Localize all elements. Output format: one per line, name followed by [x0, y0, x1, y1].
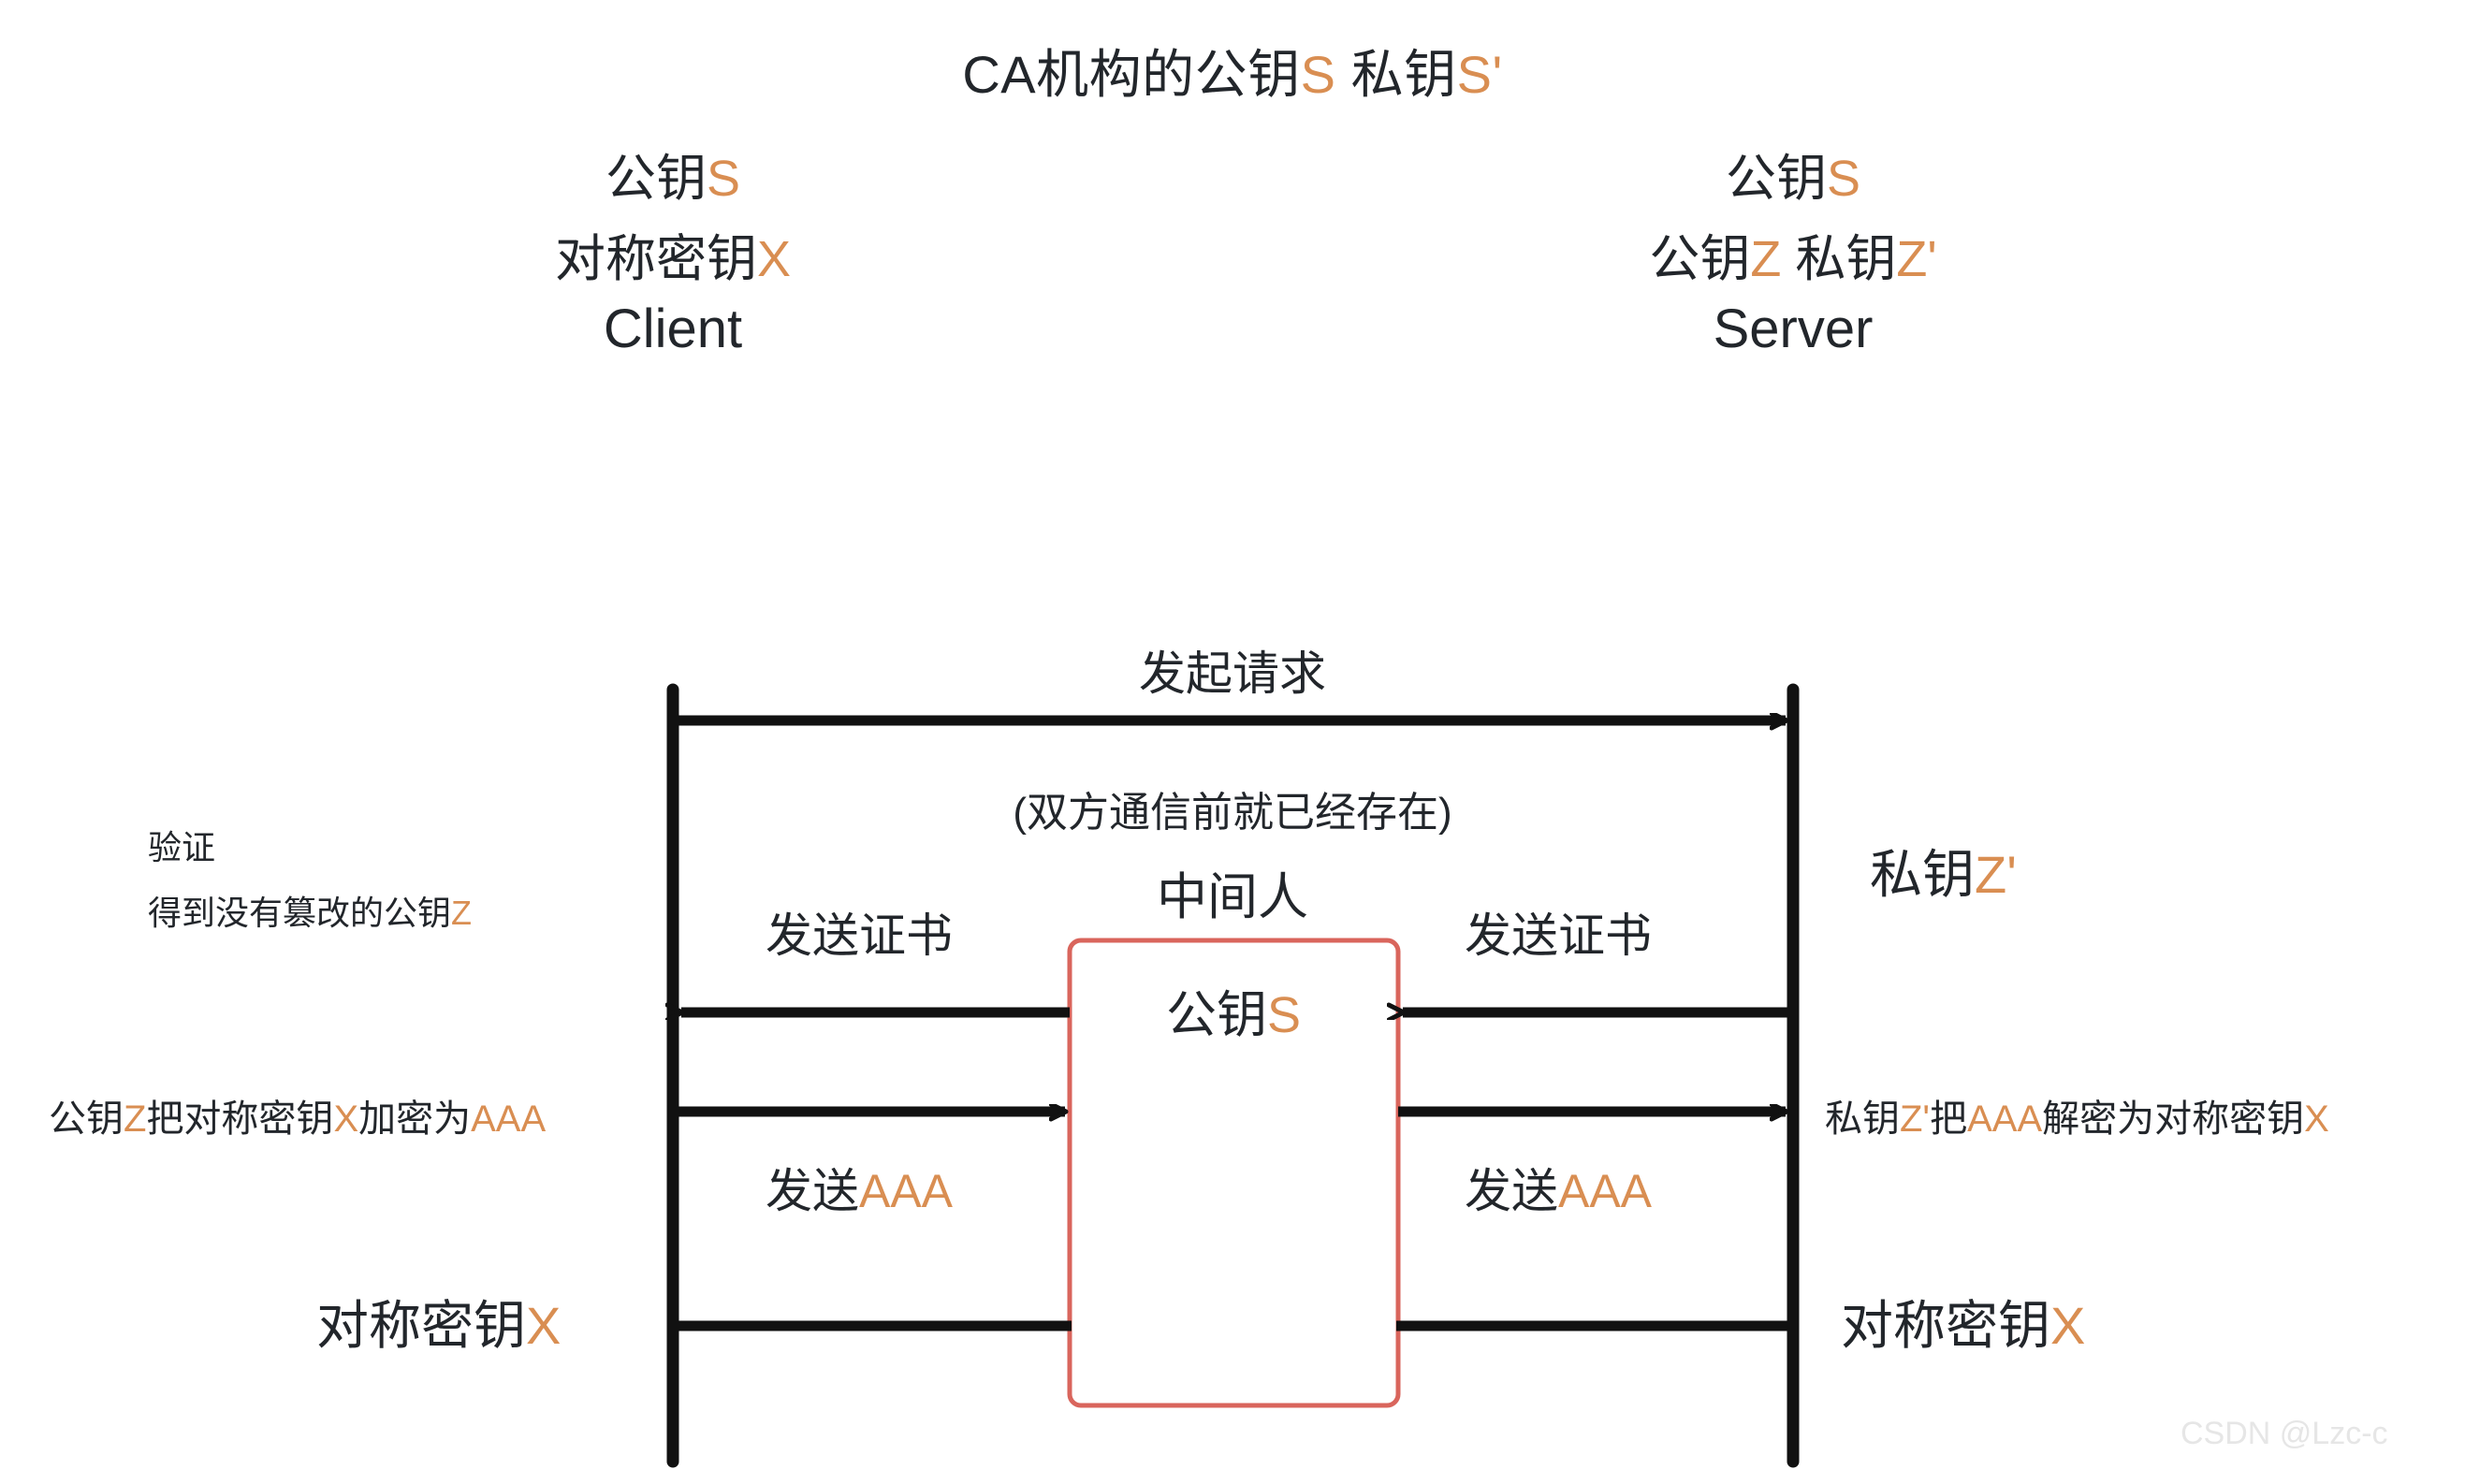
encrypt-prefix-3: 加密为	[358, 1098, 472, 1140]
title-middle: 私钥	[1335, 45, 1457, 104]
client-symmetric-key-value: X	[756, 231, 792, 287]
decrypt-prefix-1: 私钥	[1825, 1098, 1900, 1140]
message-request-label: 发起请求	[1139, 647, 1326, 700]
title-ca-private-key: S'	[1456, 45, 1503, 104]
server-public-key-value: S	[1826, 151, 1861, 207]
label-send-aaa-left-value: AAA	[858, 1165, 954, 1217]
server-public-key: 公钥S	[1726, 137, 1860, 211]
server-actor-name: Server	[1713, 298, 1874, 359]
decrypt-ciphertext-aaa: AAA	[1967, 1098, 2043, 1140]
encrypt-prefix-1: 公钥	[49, 1098, 124, 1140]
annotation-client-encrypt: 公钥Z把对称密钥X加密为AAA	[49, 1088, 546, 1142]
server-keypair-pub-value: Z	[1750, 231, 1782, 287]
encrypt-key-z: Z	[124, 1098, 147, 1140]
middleman-box-prefix: 公钥	[1165, 987, 1267, 1043]
annotation-server-symkey: 对称密钥X	[1841, 1284, 2085, 1360]
client-symkey-value: X	[526, 1296, 562, 1355]
page-title: CA机构的公钥S 私钥S'	[962, 33, 1502, 109]
client-actor-name: Client	[603, 298, 743, 359]
server-public-key-prefix: 公钥	[1725, 151, 1827, 207]
decrypt-prefix-2: 把	[1930, 1098, 1968, 1140]
label-send-aaa-left: 发送AAA	[766, 1154, 953, 1221]
title-ca-public-key: S	[1300, 45, 1336, 104]
decrypt-key-zprime: Z'	[1900, 1098, 1931, 1140]
encrypt-ciphertext-aaa: AAA	[471, 1098, 547, 1140]
label-send-cert-right: 发送证书	[1465, 909, 1652, 962]
csdn-watermark: CSDN @Lzc-c	[2181, 1416, 2388, 1451]
server-keypair-pub-prefix: 公钥	[1649, 231, 1751, 287]
annotation-client-symkey: 对称密钥X	[316, 1284, 561, 1360]
server-keypair: 公钥Z 私钥Z'	[1649, 217, 1936, 291]
middleman-box-public-key: 公钥S	[1166, 973, 1301, 1047]
client-symkey-prefix: 对称密钥	[316, 1296, 526, 1355]
server-keypair-priv-prefix: 私钥	[1781, 231, 1897, 287]
annotation-server-decrypt: 私钥Z'把AAA解密为对称密钥X	[1825, 1088, 2329, 1142]
annotation-server-private-key: 私钥Z'	[1870, 833, 2017, 909]
middleman-label: 中间人	[1157, 869, 1308, 925]
server-symkey-prefix: 对称密钥	[1841, 1296, 2050, 1355]
server-privkey-prefix: 私钥	[1870, 845, 1975, 904]
server-privkey-value: Z'	[1975, 845, 2017, 904]
decrypt-key-x: X	[2304, 1098, 2329, 1140]
encrypt-key-x: X	[333, 1098, 359, 1140]
label-send-aaa-right: 发送AAA	[1465, 1154, 1652, 1221]
annotation-verify-line2-prefix: 得到没有篡改的公钥	[148, 894, 452, 932]
annotation-verify-line2-value: Z	[451, 894, 473, 932]
decrypt-prefix-3: 解密为对称密钥	[2042, 1098, 2305, 1140]
client-public-key-prefix: 公钥	[605, 151, 707, 207]
label-send-aaa-left-prefix: 发送	[765, 1165, 859, 1217]
label-send-aaa-right-value: AAA	[1557, 1165, 1653, 1217]
client-public-key: 公钥S	[605, 137, 740, 211]
annotation-verify-line1: 验证	[148, 828, 216, 866]
title-prefix: CA机构的公钥	[962, 45, 1301, 104]
middleman-box	[1067, 938, 1401, 1408]
note-preexisting: (双方通信前就已经存在)	[1013, 790, 1452, 836]
label-send-cert-left: 发送证书	[766, 909, 953, 962]
encrypt-prefix-2: 把对称密钥	[146, 1098, 334, 1140]
middleman-box-value: S	[1266, 987, 1302, 1043]
server-keypair-priv-value: Z'	[1896, 231, 1937, 287]
client-symmetric-key: 对称密钥X	[555, 217, 791, 291]
server-symkey-value: X	[2050, 1296, 2086, 1355]
client-symmetric-key-prefix: 对称密钥	[554, 231, 757, 287]
label-send-aaa-right-prefix: 发送	[1464, 1165, 1558, 1217]
annotation-verify-line2: 得到没有篡改的公钥Z	[148, 886, 472, 935]
client-public-key-value: S	[706, 151, 741, 207]
